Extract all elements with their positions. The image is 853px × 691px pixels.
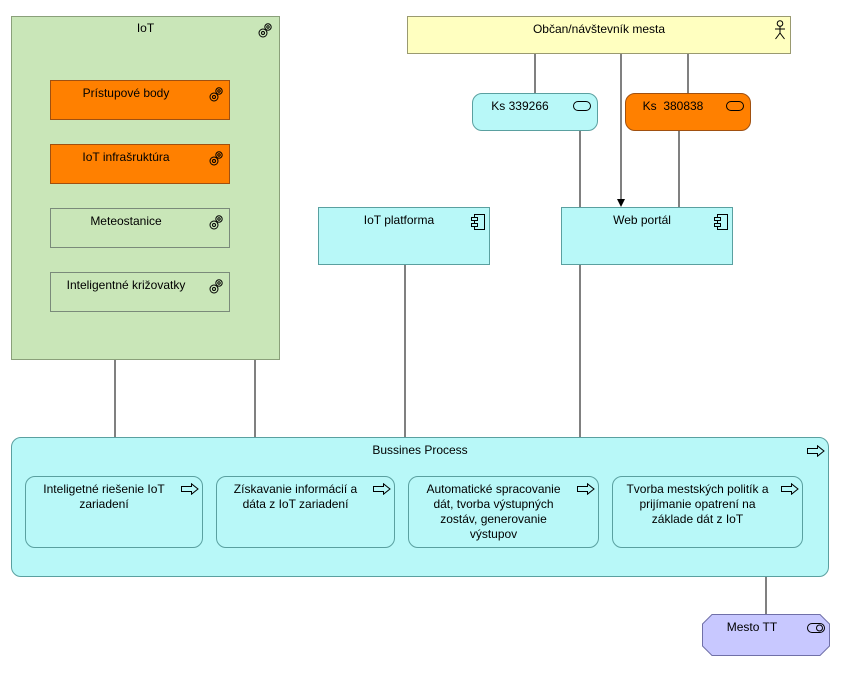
component-iot-platforma[interactable]: IoT platforma bbox=[318, 207, 490, 265]
interface-ks-380838[interactable]: Ks 380838 bbox=[625, 93, 751, 131]
process-group-title: Bussines Process bbox=[372, 443, 468, 457]
gear-icon bbox=[209, 279, 223, 294]
service-icon bbox=[807, 623, 825, 633]
actor-obcan[interactable]: Občan/návštevník mesta bbox=[407, 16, 791, 54]
node-label: Inteligentné križovatky bbox=[66, 278, 186, 292]
process-tvorba-mestskych-politik[interactable]: Tvorba mestských politík a prijímanie op… bbox=[612, 476, 803, 548]
service-label: Mesto TT bbox=[726, 620, 778, 634]
component-icon bbox=[714, 214, 728, 230]
process-label-line: prijímanie opatrení na bbox=[639, 497, 756, 511]
process-arrow-icon bbox=[807, 445, 825, 457]
process-label-line: výstupov bbox=[469, 527, 518, 541]
component-label: IoT platforma bbox=[363, 213, 435, 227]
interface-label: Ks 339266 bbox=[491, 99, 549, 113]
process-arrow-icon bbox=[781, 483, 799, 495]
node-meteostanice[interactable]: Meteostanice bbox=[50, 208, 230, 248]
component-web-portal[interactable]: Web portál bbox=[561, 207, 733, 265]
node-pristupove-body[interactable]: Prístupové body bbox=[50, 80, 230, 120]
component-label: Web portál bbox=[613, 213, 671, 227]
interface-ks-339266[interactable]: Ks 339266 bbox=[472, 93, 598, 131]
process-label-line: zostáv, generovanie bbox=[440, 512, 547, 526]
process-inteligentne-riesenie[interactable]: Inteligetné riešenie IoT zariadení bbox=[25, 476, 203, 548]
interface-label: Ks 380838 bbox=[642, 99, 704, 113]
node-iot-infrastruktura[interactable]: IoT infrašruktúra bbox=[50, 144, 230, 184]
process-arrow-icon bbox=[577, 483, 595, 495]
gear-icon bbox=[209, 87, 223, 102]
gear-icon bbox=[209, 151, 223, 166]
process-label-line: Tvorba mestských politík a bbox=[626, 482, 769, 496]
process-label-line: Automatické spracovanie bbox=[426, 482, 561, 496]
process-label-line: dáta z IoT zariadení bbox=[242, 497, 349, 511]
process-label-line: Získavanie informácií a bbox=[233, 482, 358, 496]
node-inteligentne-krizovatky[interactable]: Inteligentné križovatky bbox=[50, 272, 230, 312]
node-label: IoT infrašruktúra bbox=[82, 150, 170, 164]
process-label-line: základe dát z IoT bbox=[651, 512, 744, 526]
service-mesto-tt[interactable]: Mesto TT bbox=[702, 614, 830, 656]
iot-group-title: IoT bbox=[136, 21, 155, 35]
node-label: Prístupové body bbox=[82, 86, 170, 100]
process-label-line: Inteligetné riešenie IoT bbox=[43, 482, 165, 496]
node-label: Meteostanice bbox=[90, 214, 162, 228]
service-shape bbox=[702, 614, 830, 656]
process-label-line: zariadení bbox=[79, 497, 129, 511]
interface-icon bbox=[726, 101, 744, 111]
actor-icon bbox=[775, 20, 785, 40]
gear-icon bbox=[258, 23, 272, 38]
gear-icon bbox=[209, 215, 223, 230]
process-label-line: dát, tvorba výstupných bbox=[433, 497, 554, 511]
process-ziskavanie-informacii[interactable]: Získavanie informácií a dáta z IoT zaria… bbox=[216, 476, 395, 548]
process-arrow-icon bbox=[373, 483, 391, 495]
interface-icon bbox=[573, 101, 591, 111]
actor-label: Občan/návštevník mesta bbox=[532, 22, 666, 36]
process-automaticke-spracovanie[interactable]: Automatické spracovanie dát, tvorba výst… bbox=[408, 476, 599, 548]
component-icon bbox=[471, 214, 485, 230]
process-arrow-icon bbox=[181, 483, 199, 495]
